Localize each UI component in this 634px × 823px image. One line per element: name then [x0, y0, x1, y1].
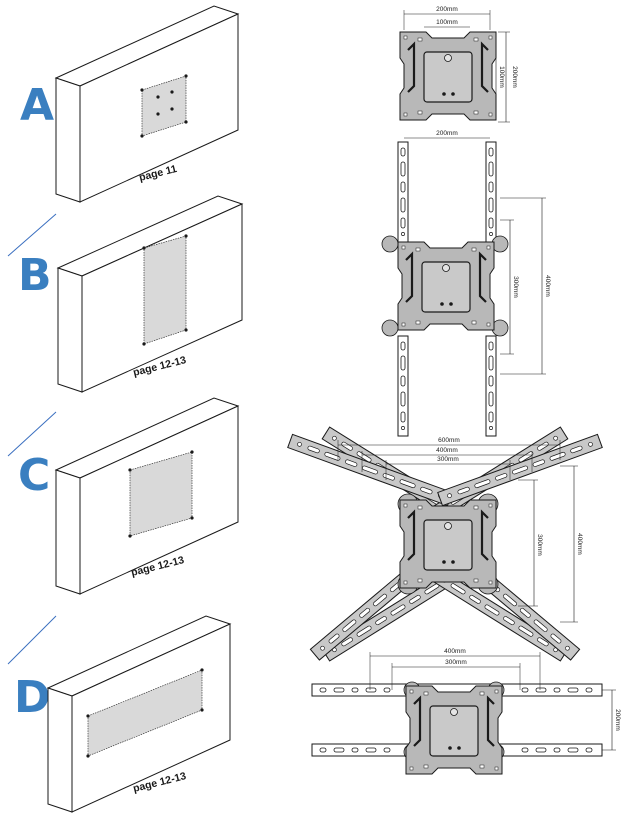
letter-d: D: [14, 672, 51, 723]
dim-b-200mm-width: 200mm: [436, 130, 458, 137]
dim-c-600mm-width: 600mm: [438, 437, 460, 444]
dim-c-300mm-width: 300mm: [437, 456, 459, 463]
divider-line-bc: [7, 411, 57, 457]
tv-b: page 12-13: [56, 195, 244, 393]
letter-b: B: [18, 250, 52, 301]
tv-d: page 12-13: [46, 615, 232, 813]
dim-a-200mm-width: 200mm: [436, 6, 458, 13]
vesa-pattern-b: [143, 235, 187, 345]
bracket-c: 600mm 400mm 300mm 300mm 400mm: [287, 426, 603, 662]
dim-c-400mm-width: 400mm: [436, 447, 458, 454]
bracket-b: 200mm 300mm 400mm: [381, 130, 551, 437]
tv-c: page 12-13: [54, 397, 240, 595]
bracket-d: 400mm 300mm 200mm: [311, 648, 621, 776]
dim-d-400mm-width: 400mm: [444, 648, 466, 655]
dim-c-400mm-height: 400mm: [576, 533, 583, 555]
letter-a: A: [20, 80, 55, 131]
dim-b-300mm-height: 300mm: [512, 276, 519, 298]
dim-a-200mm-height: 200mm: [511, 66, 518, 88]
tv-a: page 11: [54, 5, 240, 203]
dim-d-300mm-width: 300mm: [445, 659, 467, 666]
divider-line-cd: [7, 615, 57, 665]
letter-c: C: [18, 450, 51, 501]
dim-c-300mm-height: 300mm: [536, 534, 543, 556]
bracket-a: 200mm 100mm 200mm 100mm: [398, 6, 518, 123]
vesa-pattern-a: [141, 75, 187, 137]
divider-line-ab: [7, 213, 57, 257]
dim-b-400mm-height: 400mm: [544, 275, 551, 297]
dim-a-100mm-width: 100mm: [436, 19, 458, 26]
dim-a-100mm-height: 100mm: [498, 66, 505, 88]
dim-d-200mm-height: 200mm: [614, 709, 621, 731]
